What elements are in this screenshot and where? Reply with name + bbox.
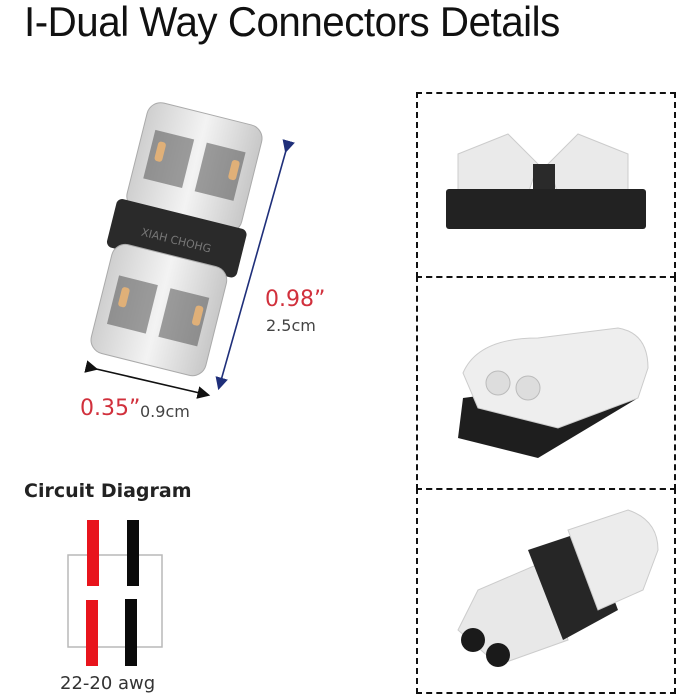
width-cm: 0.9cm: [140, 402, 190, 421]
panel-angle-closed: [416, 488, 676, 694]
black-wire-bottom: [125, 599, 137, 666]
length-inches: 0.98”: [265, 287, 326, 312]
connector-top-view: XIAH CHOHG: [90, 102, 263, 377]
connector-angle-closed-image: [457, 509, 659, 667]
connector-side-image: [446, 133, 646, 229]
connector-angle-open-image: [458, 327, 649, 458]
circuit-diagram-title: Circuit Diagram: [24, 480, 192, 502]
black-wire-top: [127, 520, 139, 586]
page-title: I-Dual Way Connectors Details: [24, 0, 560, 45]
length-cm: 2.5cm: [266, 316, 316, 335]
panel-angle-open: [416, 276, 676, 490]
red-wire-top: [87, 520, 99, 586]
wire-gauge-label: 22-20 awg: [60, 673, 156, 694]
circuit-diagram: [67, 520, 163, 666]
width-inches: 0.35”: [80, 396, 141, 421]
length-arrow: [215, 139, 295, 391]
width-arrow: [84, 360, 211, 399]
panel-side-view: [416, 92, 676, 278]
red-wire-bottom: [86, 600, 98, 666]
